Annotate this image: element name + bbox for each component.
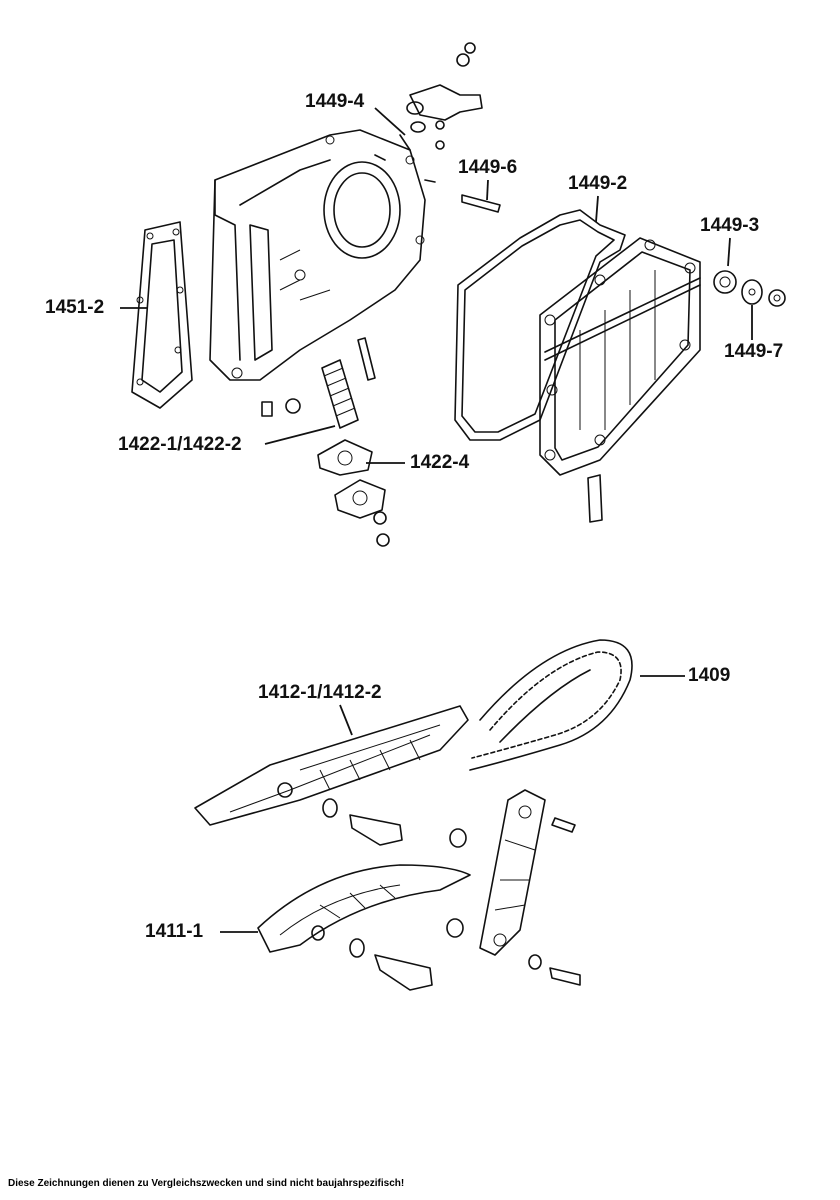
nut-washer-set [713,270,786,307]
disclaimer-footer: Diese Zeichnungen dienen zu Vergleichszw… [8,1178,405,1189]
label-1449-2: 1449-2 [568,173,628,194]
gasket-1451-2 [131,221,193,409]
timing-chain [469,639,633,771]
tensioner-arm [446,789,581,986]
timing-housing [209,129,436,381]
label-1409: 1409 [688,665,731,686]
valve-cover-plate [539,237,701,523]
label-1411-1: 1411-1 [145,921,204,942]
fittings-top [406,42,483,150]
label-1412-1: 1412-1/1412-2 [258,682,382,703]
label-1449-3: 1449-3 [700,215,760,236]
label-1449-6: 1449-6 [458,157,518,178]
label-1422-1: 1422-1/1422-2 [118,434,242,455]
gasket-1449-2 [454,209,626,441]
label-1449-4: 1449-4 [305,91,365,112]
leader-lines [120,107,753,933]
label-1422-4: 1422-4 [410,452,470,473]
guide-rail-1412 [194,705,469,846]
guide-rail-1411 [257,864,471,991]
chain-tensioner [261,337,390,547]
stud-1449-6 [461,194,501,213]
label-1449-7: 1449-7 [724,341,784,362]
label-1451-2: 1451-2 [45,297,105,318]
